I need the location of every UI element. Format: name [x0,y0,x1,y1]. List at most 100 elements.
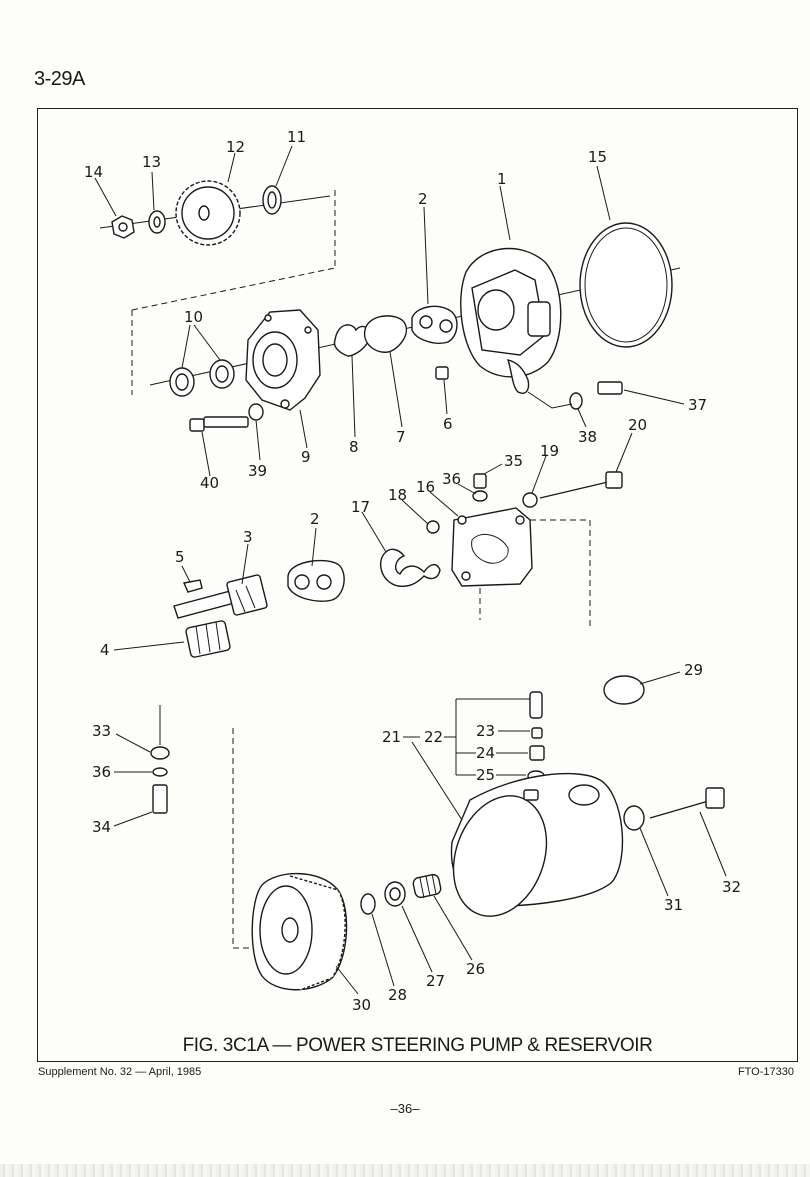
snap-ring-part-11 [262,185,282,215]
bolt-part-23 [531,727,543,739]
leader-7 [389,351,403,428]
o-ring-part-7 [363,315,407,353]
callout-39: 39 [248,462,267,480]
leader-4 [113,641,185,651]
scan-artifact-strip [0,1164,810,1177]
page-number: –36– [390,1101,420,1116]
bolt-part-32 [649,787,725,819]
callout-30: 30 [352,996,371,1014]
callout-33: 33 [92,722,111,740]
leader-29 [639,671,681,685]
callout-9: 9 [301,448,311,466]
plate-part-2-lower [287,559,345,602]
plate-part-2-upper [411,305,458,344]
leader-40 [201,431,211,477]
dashed-guide-upper [131,267,336,311]
leader-37 [623,389,685,405]
washer-part-39 [248,403,264,421]
leader-14 [94,177,117,217]
leader-34 [113,811,153,827]
snap-ring-part-28 [360,893,376,915]
callout-4: 4 [100,641,110,659]
callout-26: 26 [466,960,485,978]
callout-15: 15 [588,148,607,166]
callout-8: 8 [349,438,359,456]
figure-frame [37,108,798,1062]
washer-part-27 [384,881,406,907]
bolt-part-40 [189,416,249,432]
callout-1: 1 [497,170,507,188]
filter-part-30 [251,872,348,991]
pump-housing-part-9 [245,309,321,411]
leader-11 [275,145,293,187]
callout-18: 18 [388,486,407,504]
callout-36-upper: 36 [442,470,461,488]
bolt-part-22 [529,691,543,719]
fitting-part-37 [597,381,623,395]
washer-part-19 [522,492,538,508]
washer-part-18 [426,520,440,534]
figure-code: FTO-17330 [737,1066,794,1078]
callout-13: 13 [142,153,161,171]
callout-12: 12 [226,138,245,156]
figure-caption: FIG. 3C1A — POWER STEERING PUMP & RESERV… [182,1035,653,1056]
key-part-5 [183,579,203,593]
cap-part-29 [603,675,645,705]
leader-20 [615,432,633,473]
callout-11: 11 [287,128,306,146]
callout-38: 38 [578,428,597,446]
bearing-part-10a [169,367,195,397]
leader-31 [639,827,669,897]
callout-37: 37 [688,396,707,414]
leader-21 [411,741,463,821]
page-reference: 3-29A [34,68,85,90]
supplement-note: Supplement No. 32 — April, 1985 [38,1066,202,1078]
leader-12 [227,152,236,183]
leader-35 [483,463,503,475]
callout-36-lower: 36 [92,763,111,781]
callout-10: 10 [184,308,203,326]
leader-10a [181,324,191,369]
o-ring-part-36-lower [152,767,168,777]
fitting-part-24 [529,745,545,761]
leader-2a [423,206,429,305]
leader-26 [433,895,473,961]
fitting-part-34 [152,784,168,814]
callout-32: 32 [722,878,741,896]
callout-27: 27 [426,972,445,990]
valve-body-part-16 [451,507,533,587]
washer-part-33 [150,746,170,760]
shaft-part-3 [173,574,268,619]
o-ring-part-15 [579,222,673,348]
callout-21: 21 [382,728,401,746]
leader-10b [193,324,221,361]
callout-29: 29 [684,661,703,679]
leader-28 [371,913,395,987]
leader-8 [351,355,356,438]
callout-5: 5 [175,548,185,566]
callout-25: 25 [476,766,495,784]
callout-34: 34 [92,818,111,836]
washer-part-13 [148,210,166,234]
callout-17: 17 [351,498,370,516]
leader-32 [699,811,727,877]
leader-13 [151,171,155,211]
callout-3: 3 [243,528,253,546]
spring-part-17 [379,548,441,588]
dashed-lead-38 [527,391,573,409]
bearing-part-10b [209,359,235,389]
callout-23: 23 [476,722,495,740]
leader-18 [401,499,429,525]
callout-22: 22 [424,728,443,746]
leader-39 [255,419,261,461]
callout-16: 16 [416,478,435,496]
fitting-part-6 [435,366,449,380]
callout-14: 14 [84,163,103,181]
callout-40: 40 [200,474,219,492]
leader-9 [299,409,308,449]
drive-gear-part-12 [175,180,241,246]
end-cover-part-1 [460,247,562,394]
callout-6: 6 [443,415,453,433]
seal-part-8 [333,324,371,357]
